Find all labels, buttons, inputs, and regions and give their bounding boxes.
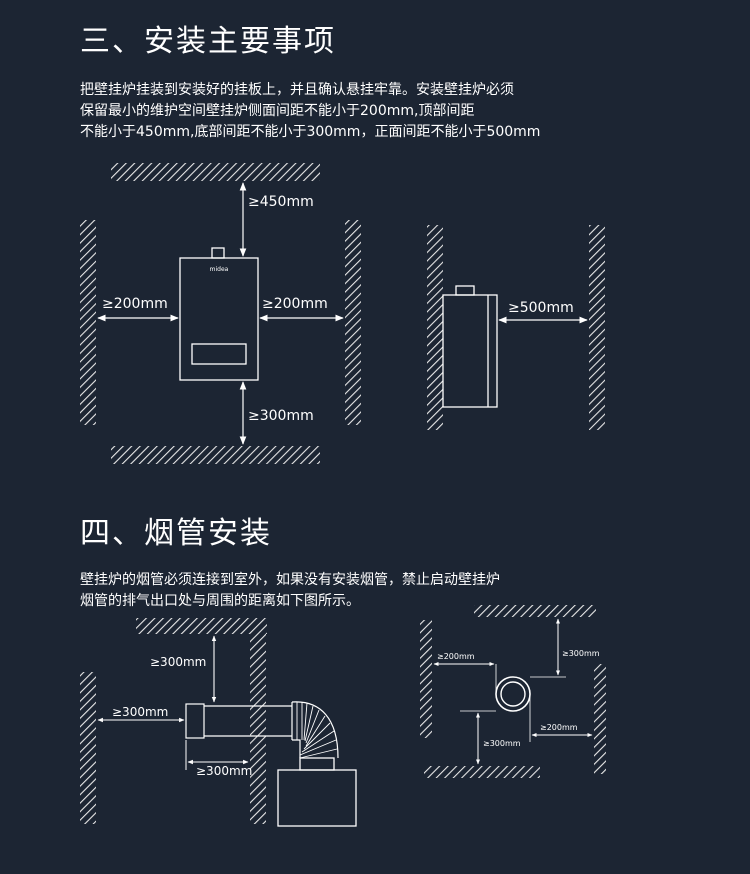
section3-line-1: 把壁挂炉挂装到安装好的挂板上，并且确认悬挂牢靠。安装壁挂炉必须 <box>80 82 514 98</box>
outlet-left-wall <box>420 620 432 738</box>
left-wall <box>80 220 96 425</box>
flue-boiler-collar <box>299 757 335 771</box>
section4-line-2: 烟管的排气出口处与周围的距离如下图所示。 <box>80 593 360 609</box>
floor-wall <box>111 446 320 464</box>
front-obstacle-wall <box>589 225 605 430</box>
front-clearance-label: ≥500mm <box>508 300 574 316</box>
back-wall <box>427 225 443 430</box>
flue-outlet-inner <box>500 681 526 707</box>
left-clearance-label: ≥200mm <box>102 296 168 312</box>
boiler-front <box>179 247 259 381</box>
flue-outer-wall <box>250 634 266 824</box>
flue-side-diagram: ≥300mm ≥300mm ≥300mm <box>80 618 357 827</box>
flue-outlet-diagram: ≥200mm ≥300mm ≥200mm ≥300mm <box>420 605 606 778</box>
section3-title: 三、安装主要事项 <box>80 24 336 59</box>
ceiling-wall <box>111 163 320 181</box>
section3-line-2: 保留最小的维护空间壁挂炉侧面间距不能小于200mm,顶部间距 <box>80 103 475 119</box>
outlet-top-clearance-label: ≥300mm <box>562 649 600 658</box>
flue-pipe <box>185 701 339 759</box>
flue-left-clearance-label: ≥300mm <box>112 705 168 719</box>
section3-description: 把壁挂炉挂装到安装好的挂板上，并且确认悬挂牢靠。安装壁挂炉必须 保留最小的维护空… <box>80 80 540 143</box>
side-clearance-diagram: ≥500mm <box>427 225 605 430</box>
outlet-right-clearance-label: ≥200mm <box>540 723 578 732</box>
top-clearance-label: ≥450mm <box>248 194 314 210</box>
outlet-ceiling <box>474 605 596 617</box>
outlet-right-wall <box>594 664 606 774</box>
boiler-side <box>442 285 498 408</box>
flue-top-clearance-label: ≥300mm <box>150 655 206 669</box>
flue-left-wall <box>80 672 96 824</box>
right-clearance-label: ≥200mm <box>262 296 328 312</box>
right-wall <box>345 220 361 425</box>
section4-title: 四、烟管安装 <box>80 516 272 551</box>
flue-ceiling <box>136 618 267 634</box>
outlet-floor <box>424 766 540 778</box>
boiler-brand-logo: midea <box>210 266 229 273</box>
bottom-clearance-label: ≥300mm <box>248 408 314 424</box>
outlet-bottom-clearance-label: ≥300mm <box>483 739 521 748</box>
section3-line-3: 不能小于450mm,底部间距不能小于300mm，正面间距不能小于500mm <box>80 124 541 140</box>
section4-description: 壁挂炉的烟管必须连接到室外，如果没有安装烟管，禁止启动壁挂炉 烟管的排气出口处与… <box>80 570 500 612</box>
front-clearance-diagram: midea ≥450mm ≥200mm ≥200mm ≥300mm <box>80 163 361 464</box>
outlet-left-clearance-label: ≥200mm <box>437 652 475 661</box>
flue-boiler-top <box>277 769 357 827</box>
flue-bottom-clearance-label: ≥300mm <box>196 764 252 778</box>
section4-line-1: 壁挂炉的烟管必须连接到室外，如果没有安装烟管，禁止启动壁挂炉 <box>80 572 500 588</box>
